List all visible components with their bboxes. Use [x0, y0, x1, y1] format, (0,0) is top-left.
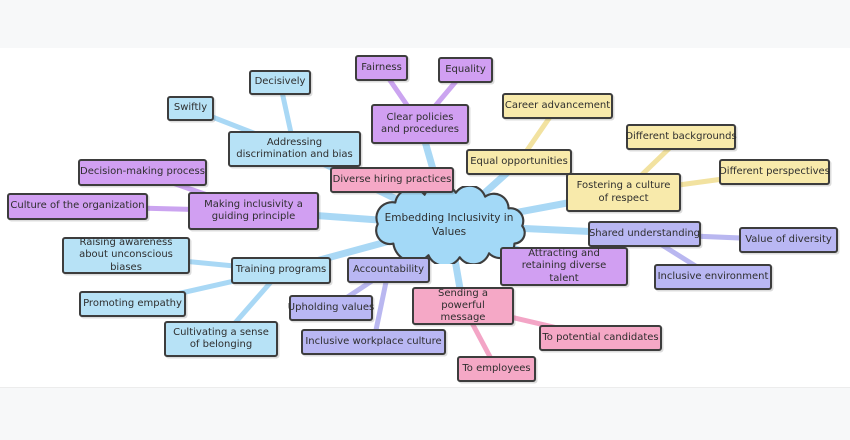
topic-label: To employees — [462, 362, 531, 374]
topic-potential-candidates[interactable]: To potential candidates — [539, 325, 662, 351]
topic-fostering[interactable]: Fostering a culture of respect — [566, 173, 681, 212]
topic-shared-understanding[interactable]: Shared understanding — [588, 221, 701, 247]
topic-label: Value of diversity — [745, 233, 832, 245]
topic-label: Equal opportunities — [470, 155, 568, 167]
topic-upholding-values[interactable]: Upholding values — [287, 295, 375, 321]
topic-inclusive-environment[interactable]: Inclusive environment — [654, 264, 772, 290]
topic-label: Raising awareness about unconscious bias… — [79, 237, 173, 273]
topic-fairness[interactable]: Fairness — [355, 55, 408, 81]
topic-label: Equality — [445, 63, 486, 75]
topic-inclusive-workplace[interactable]: Inclusive workplace culture — [301, 329, 446, 355]
topic-label: Decision-making process — [80, 166, 205, 178]
topic-different-backgrounds[interactable]: Different backgrounds — [625, 124, 737, 150]
topic-label: Fairness — [361, 61, 402, 73]
topic-label: Upholding values — [287, 301, 375, 313]
topic-equality[interactable]: Equality — [438, 57, 493, 83]
topic-label: Clear policies and procedures — [381, 111, 459, 135]
topic-equal-opportunities[interactable]: Equal opportunities — [466, 149, 572, 175]
topic-label: Training programs — [235, 264, 327, 276]
topic-label: Culture of the organization — [10, 200, 145, 212]
topic-value-diversity[interactable]: Value of diversity — [739, 227, 838, 253]
topic-label: Decisively — [254, 76, 306, 88]
topic-label: Addressing discrimination and bias — [236, 136, 353, 160]
topic-addressing[interactable]: Addressing discrimination and bias — [228, 131, 361, 167]
topic-label: Inclusive environment — [657, 270, 769, 282]
topic-label: Sending a powerful message — [438, 287, 488, 324]
topic-label: Promoting empathy — [83, 297, 182, 309]
topic-promoting-empathy[interactable]: Promoting empathy — [79, 291, 186, 317]
topic-decisively[interactable]: Decisively — [249, 70, 311, 95]
topic-accountability[interactable]: Accountability — [347, 257, 430, 283]
topic-label: Different backgrounds — [625, 130, 737, 142]
center-topic-label: Embedding Inclusivity in Values — [384, 211, 514, 238]
topic-different-perspectives[interactable]: Different perspectives — [719, 159, 830, 185]
topic-label: Making inclusivity a guiding principle — [204, 198, 303, 222]
topic-decision-making[interactable]: Decision-making process — [78, 159, 207, 186]
topic-sending-message[interactable]: Sending a powerful message — [412, 287, 514, 325]
topic-label: Different perspectives — [719, 165, 830, 177]
topic-label: Inclusive workplace culture — [305, 335, 442, 347]
topic-clear-policies[interactable]: Clear policies and procedures — [371, 104, 469, 144]
topic-raising-awareness[interactable]: Raising awareness about unconscious bias… — [62, 237, 190, 274]
topic-making-inclusivity[interactable]: Making inclusivity a guiding principle — [188, 192, 319, 230]
topic-label: Career advancement — [504, 99, 611, 111]
topic-career-advancement[interactable]: Career advancement — [502, 93, 613, 119]
topic-label: To potential candidates — [542, 331, 659, 343]
topic-label: Fostering a culture of respect — [576, 180, 671, 204]
topic-attracting[interactable]: Attracting and retaining diverse talent — [500, 247, 628, 286]
center-topic[interactable]: Embedding Inclusivity in Values — [366, 186, 532, 264]
topic-training[interactable]: Training programs — [231, 257, 331, 284]
topic-diverse-hiring[interactable]: Diverse hiring practices — [330, 167, 454, 193]
topic-label: Swiftly — [173, 102, 208, 114]
topic-cultivating[interactable]: Cultivating a sense of belonging — [164, 321, 278, 357]
topic-culture-org[interactable]: Culture of the organization — [7, 193, 148, 220]
cloud-shape-icon — [375, 186, 526, 264]
topic-label: Accountability — [352, 263, 425, 275]
topic-swiftly[interactable]: Swiftly — [167, 96, 214, 121]
topic-label: Shared understanding — [588, 227, 701, 239]
topic-label: Attracting and retaining diverse talent — [521, 248, 607, 284]
topic-label: Diverse hiring practices — [332, 173, 452, 185]
topic-label: Cultivating a sense of belonging — [173, 326, 269, 350]
topic-to-employees[interactable]: To employees — [457, 356, 536, 382]
